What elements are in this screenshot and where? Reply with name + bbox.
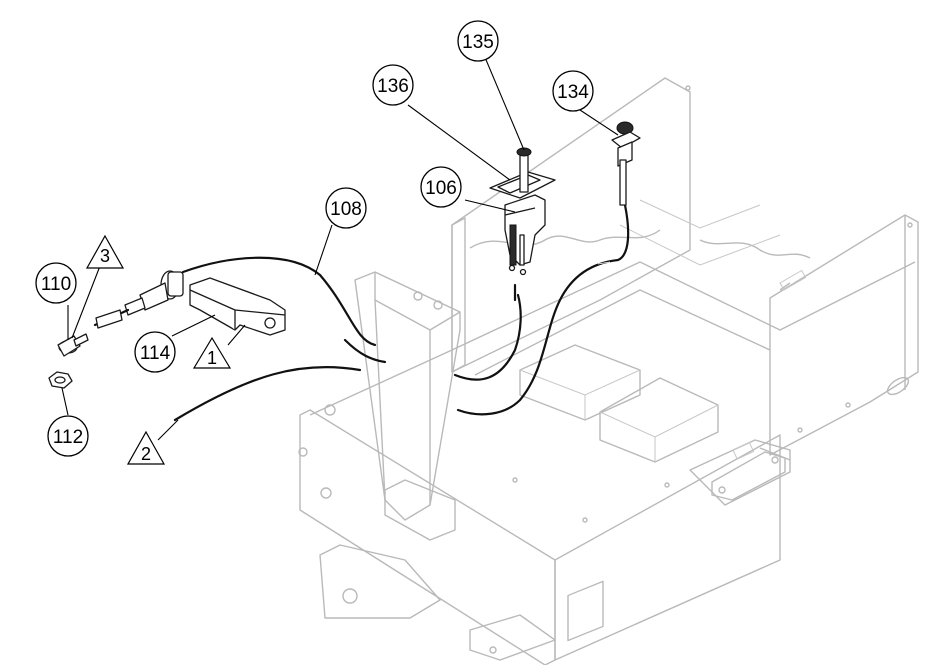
callout-135: 135 bbox=[457, 20, 499, 62]
steering-column-housing bbox=[354, 271, 461, 541]
note-triangle-3: 3 bbox=[85, 234, 125, 269]
callout-112-label: 112 bbox=[53, 427, 83, 448]
callout-114: 114 bbox=[134, 331, 176, 373]
note-1-label: 1 bbox=[207, 348, 217, 368]
note-2-label: 2 bbox=[141, 444, 151, 464]
cable-bracket-part bbox=[189, 277, 286, 336]
callout-134-label: 134 bbox=[557, 82, 589, 103]
callout-108-label: 108 bbox=[330, 199, 362, 220]
hex-nut-part bbox=[48, 371, 73, 389]
chassis-frame bbox=[298, 77, 919, 665]
note-triangle-1: 1 bbox=[192, 336, 232, 369]
cable-assembly bbox=[173, 203, 630, 422]
cable-end-fitting bbox=[93, 270, 184, 329]
ball-joint-part bbox=[57, 333, 89, 357]
shifter-assembly-part bbox=[489, 147, 556, 302]
callout-108: 108 bbox=[325, 187, 367, 229]
callout-110: 110 bbox=[35, 262, 77, 304]
callout-136: 136 bbox=[372, 64, 414, 106]
note-triangle-2: 2 bbox=[126, 430, 166, 465]
callout-110-label: 110 bbox=[41, 274, 71, 295]
push-pull-knob-part bbox=[611, 121, 641, 206]
note-3-label: 3 bbox=[100, 246, 110, 266]
callout-112: 112 bbox=[47, 415, 89, 457]
callout-135-label: 135 bbox=[462, 32, 494, 53]
leader-lines bbox=[61, 54, 619, 441]
callout-106: 106 bbox=[420, 166, 462, 208]
callout-136-label: 136 bbox=[377, 76, 409, 97]
callout-134: 134 bbox=[552, 70, 594, 112]
callout-106-label: 106 bbox=[425, 178, 457, 199]
callout-114-label: 114 bbox=[140, 343, 171, 364]
